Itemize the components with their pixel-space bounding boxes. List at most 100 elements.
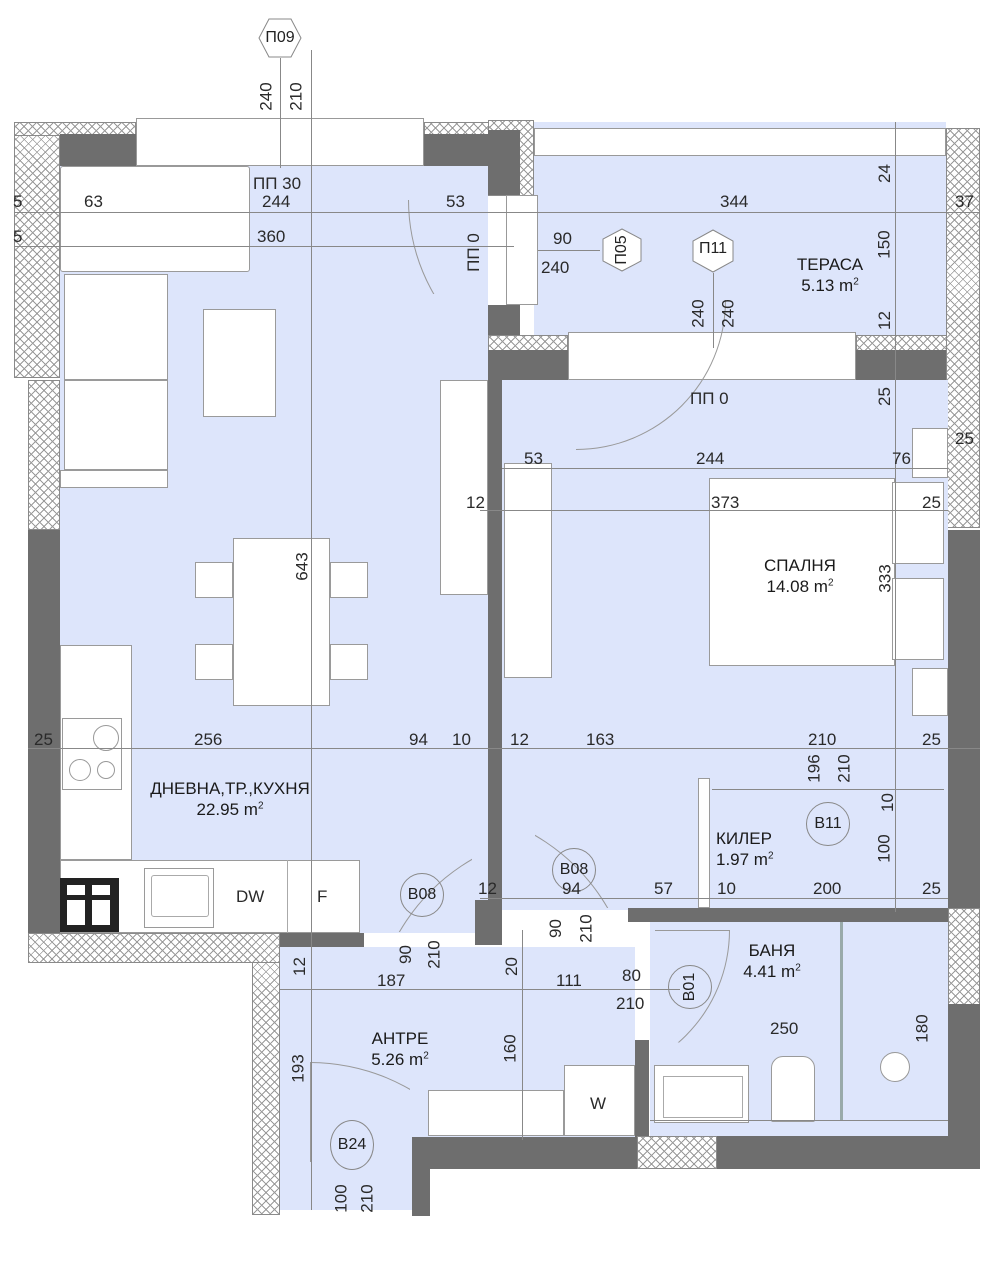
dim-terrace-v1: 150 — [874, 230, 894, 259]
dim-hall-160: 160 — [500, 1034, 520, 1063]
dim-door-3: 10 — [717, 879, 736, 898]
dim-bed-row-0: 53 — [524, 449, 543, 468]
dim-kiler-door-210: 210 — [834, 754, 854, 783]
dim-line-terrace-v — [895, 122, 896, 912]
window-tag-p09-label: П09 — [265, 29, 295, 46]
headboard-a — [892, 482, 944, 564]
wardrobe-bedroom — [504, 463, 552, 678]
dim-right-25-top: 25 — [955, 429, 974, 448]
bed — [709, 478, 895, 666]
wall-door-jamb — [475, 900, 502, 945]
fridge-label: F — [317, 887, 328, 906]
door-tag-b24: В24 — [330, 1120, 374, 1170]
storage-rail — [712, 789, 944, 790]
door-tag-b11: В11 — [806, 802, 850, 846]
wall-bedroom-top — [488, 350, 568, 380]
dim-row2-1: 360 — [257, 227, 286, 246]
dim-b24-210: 210 — [357, 1184, 377, 1213]
area-unit-sup: 2 — [767, 850, 774, 862]
room-name-terrace: ТЕРАСА — [796, 255, 864, 274]
room-label-terrace: ТЕРАСА 5.13 m2 — [770, 254, 890, 297]
oven-icon — [60, 878, 119, 932]
door-tag-b08-left: В08 — [400, 873, 444, 917]
room-name-bathroom: БАНЯ — [748, 941, 796, 960]
insulation-terrace-bottom-right — [856, 335, 948, 355]
wall-bottom-hall — [412, 1136, 430, 1216]
tag-leader-p11 — [713, 273, 714, 348]
dim-hall-20: 20 — [501, 957, 521, 976]
dim-kiler-v100: 100 — [874, 834, 894, 863]
bathtub-sink — [654, 1065, 749, 1123]
dim-hall-12: 12 — [289, 957, 309, 976]
dim-hall-80: 80 — [622, 966, 641, 985]
dim-row1-2: 244 — [262, 192, 291, 211]
window-tag-p05: П05 — [602, 228, 642, 272]
room-area-terrace: 5.13 m — [801, 276, 854, 296]
dim-p11-h1: 240 — [688, 299, 708, 328]
wall-kitchen-bottom — [280, 933, 364, 947]
dim-bed-row-2: 76 — [892, 449, 911, 468]
room-name-bedroom: СПАЛНЯ — [764, 556, 836, 575]
sill-label-terrace-left: ПП 0 — [463, 233, 483, 272]
terrace-top-rail — [534, 128, 946, 156]
sofa-side-b — [64, 380, 168, 470]
window-tag-p05-label: П05 — [613, 235, 630, 265]
insulation-right-bath — [948, 908, 980, 1008]
dim-kiler-v10: 10 — [877, 793, 897, 812]
chair-1 — [195, 562, 233, 598]
dim-mid-7: 25 — [922, 730, 941, 749]
dim-row1-4: 344 — [720, 192, 749, 211]
wall-living-bedroom — [488, 380, 502, 900]
room-label-living: ДНЕВНА,ТР.,КУХНЯ 22.95 m2 — [120, 778, 340, 821]
dim-bed-row2-0: 12 — [466, 493, 485, 512]
dim-row2-0: 5 — [13, 227, 23, 246]
dim-line-hall — [280, 989, 680, 990]
dim-mid-3: 10 — [452, 730, 471, 749]
washer — [564, 1065, 635, 1136]
area-unit-sup: 2 — [853, 276, 859, 288]
window-tag-p11: П11 — [691, 229, 735, 273]
door-tag-b08-left-label: В08 — [407, 886, 437, 903]
dim-line-row1 — [14, 212, 980, 213]
door-tag-b01-label: В01 — [681, 972, 698, 1002]
dim-line-door — [480, 898, 948, 899]
insulation-left-top — [14, 122, 60, 378]
shoe-cabinet — [428, 1090, 564, 1136]
dim-line-bed2 — [480, 510, 948, 511]
room-terrace — [534, 122, 946, 335]
dim-hall-210: 210 — [616, 994, 645, 1013]
dim-mid-0: 25 — [34, 730, 53, 749]
dim-mid-6: 210 — [808, 730, 837, 749]
room-area-storage: 1.97 m — [716, 850, 768, 870]
dim-b08-left-210: 210 — [424, 940, 444, 969]
dim-door-4: 200 — [813, 879, 842, 898]
dim-b08-mid-210: 210 — [576, 914, 596, 943]
area-unit-sup: 2 — [795, 962, 801, 974]
wall-top-left — [60, 134, 136, 166]
insulation-terrace-bottom — [488, 335, 568, 355]
washer-label: W — [590, 1094, 607, 1113]
room-label-storage: КИЛЕР 1.97 m2 — [716, 828, 806, 871]
dim-kiler-door-196: 196 — [804, 754, 824, 783]
dim-mid-2: 94 — [409, 730, 428, 749]
dim-terrace-v2: 12 — [874, 311, 894, 330]
dim-row1-3: 53 — [446, 192, 465, 211]
area-unit-sup: 2 — [827, 577, 834, 589]
wall-bed-bath — [628, 908, 948, 922]
chair-2 — [330, 562, 368, 598]
insulation-kitchen-bottom — [28, 933, 280, 963]
room-area-living: 22.95 m — [196, 800, 258, 820]
dim-bed-row-1: 244 — [696, 449, 725, 468]
wall-top-mid — [424, 134, 488, 166]
shower-head — [880, 1052, 910, 1082]
dim-row1-1: 63 — [84, 192, 103, 211]
dim-bed-v25: 25 — [874, 387, 894, 406]
dim-line-living-v — [311, 50, 312, 1210]
chair-4 — [330, 644, 368, 680]
dim-v333: 333 — [875, 564, 895, 593]
dim-door-5: 25 — [922, 879, 941, 898]
insulation-hall-left — [252, 935, 280, 1215]
tag-leader-p05 — [538, 250, 600, 251]
dim-mid-5: 163 — [586, 730, 615, 749]
dim-line-bed — [502, 468, 948, 469]
